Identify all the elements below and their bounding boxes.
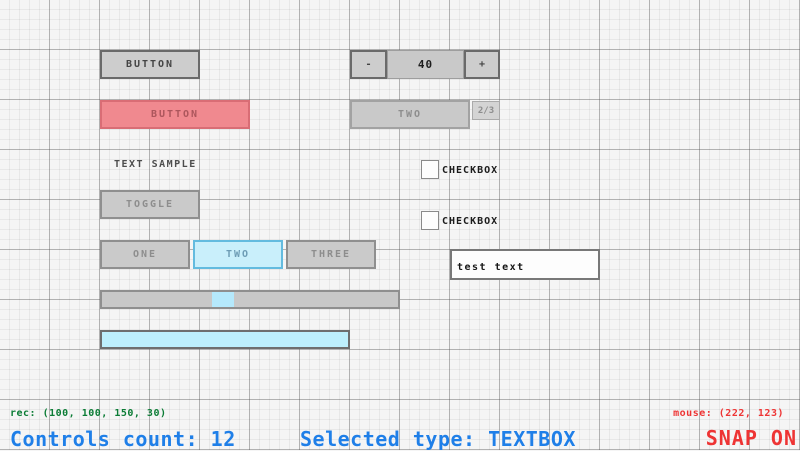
toggle-group-item-two-active[interactable]: TWO xyxy=(193,240,283,269)
toggle-group-item-one[interactable]: ONE xyxy=(100,240,190,269)
slider-handle[interactable] xyxy=(212,292,234,307)
checkbox-1-label: CHECKBOX xyxy=(442,165,499,176)
textbox-control[interactable]: test text xyxy=(450,249,600,280)
status-selected-type: Selected type: TEXTBOX xyxy=(300,427,576,451)
combobox-counter-badge[interactable]: 2/3 xyxy=(472,101,500,120)
toggle-group-item-three[interactable]: THREE xyxy=(286,240,376,269)
status-rec-coordinates: rec: (100, 100, 150, 30) xyxy=(10,408,167,419)
spinner-value-field[interactable]: 40 xyxy=(387,50,464,79)
checkbox-2-label: CHECKBOX xyxy=(442,216,499,227)
button-control[interactable]: BUTTON xyxy=(100,50,200,79)
status-mouse-coordinates: mouse: (222, 123) xyxy=(673,408,784,419)
button-red-control[interactable]: BUTTON xyxy=(100,100,250,129)
status-controls-count: Controls count: 12 xyxy=(10,427,236,451)
spinner-minus-button[interactable]: - xyxy=(350,50,387,79)
checkbox-2-box[interactable] xyxy=(421,211,439,230)
progressbar-control[interactable] xyxy=(100,330,350,349)
text-sample-label[interactable]: TEXT SAMPLE xyxy=(114,158,197,170)
combobox-control[interactable]: TWO xyxy=(350,100,470,129)
checkbox-1-box[interactable] xyxy=(421,160,439,179)
slider-control[interactable] xyxy=(100,290,400,309)
spinner-plus-button[interactable]: + xyxy=(464,50,500,79)
status-snap-indicator: SNAP ON xyxy=(705,426,797,450)
toggle-control[interactable]: TOGGLE xyxy=(100,190,200,219)
